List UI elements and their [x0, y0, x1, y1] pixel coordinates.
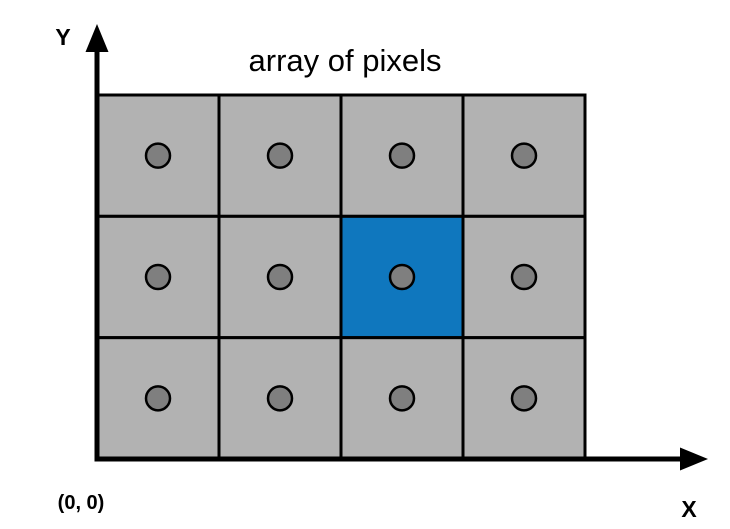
pixel-center-dot-icon: [266, 385, 294, 412]
x-axis-arrowhead-icon: [680, 447, 708, 471]
pixel-center-dot-icon: [144, 385, 172, 412]
pixel-center-dot-icon: [266, 263, 294, 291]
y-axis-arrowhead-icon: [85, 24, 109, 52]
diagram-title: array of pixels: [249, 43, 442, 78]
pixel-center-dot-icon: [144, 263, 172, 291]
pixel-cell: [461, 214, 587, 340]
pixel-center-dot-icon: [510, 385, 538, 412]
y-axis-label: Y: [55, 24, 70, 50]
pixel-center-dot-icon: [266, 142, 294, 169]
pixel-center-dot-icon: [388, 142, 416, 169]
pixel-center-dot-icon: [388, 385, 416, 412]
pixel-grid: [95, 93, 587, 461]
pixel-center-dot-icon: [388, 263, 416, 291]
pixel-center-dot-icon: [510, 142, 538, 169]
pixel-center-dot-icon: [144, 142, 172, 169]
pixel-center-dot-icon: [510, 263, 538, 291]
origin-label: (0, 0): [58, 492, 105, 514]
x-axis-label: X: [681, 496, 697, 522]
